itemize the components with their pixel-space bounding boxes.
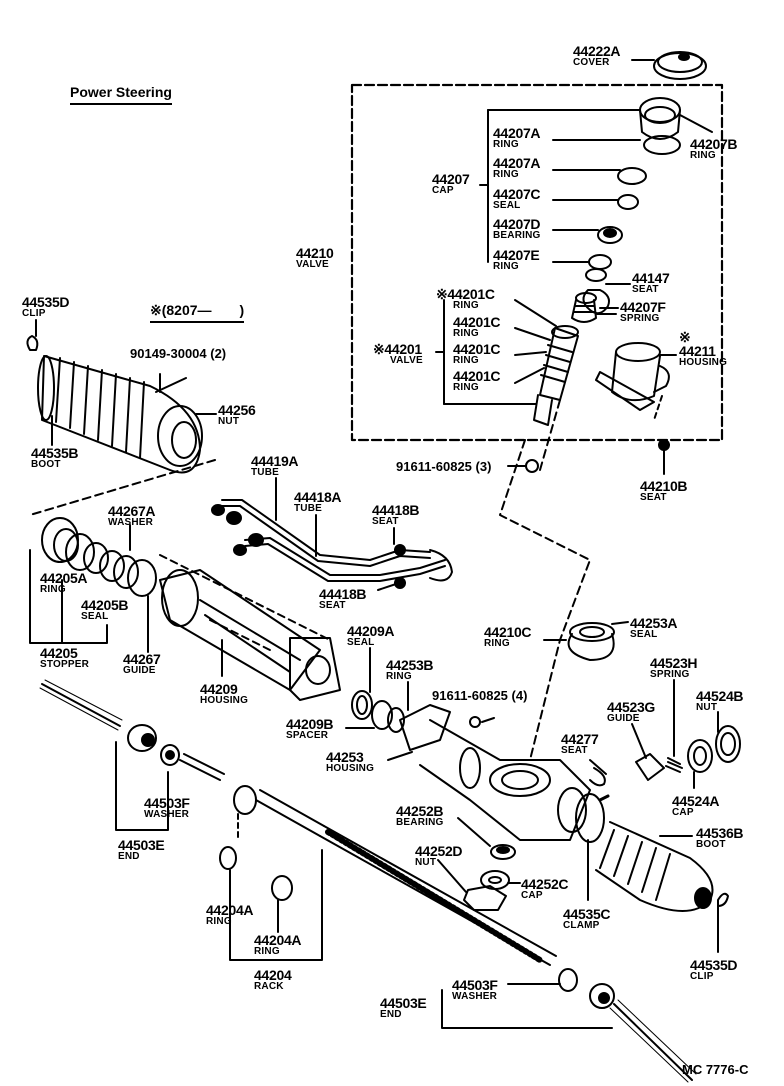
- seal-44253A: [543, 621, 629, 661]
- housing-44209: [159, 554, 341, 701]
- tubes-44418A-44419A: [211, 477, 453, 591]
- bolt-label-91611-4: 91611-60825 (4): [432, 688, 528, 703]
- drawing-code: MC 7776-C: [682, 1062, 749, 1077]
- bearing-cap-nut: [437, 817, 521, 911]
- bolt-label-91611-3: 91611-60825 (3): [396, 459, 492, 474]
- spring-44207F: [571, 292, 617, 323]
- variant-note: ※(8207— ): [150, 300, 245, 323]
- cover-44222A: [631, 51, 707, 80]
- rack-44204: [39, 679, 697, 1083]
- cap-44207: [479, 97, 713, 315]
- housing-44211: [595, 342, 677, 475]
- valve-44201: [435, 299, 579, 426]
- page-title: Power Steering: [70, 84, 172, 105]
- bolt-91611-3: [507, 459, 539, 473]
- adjuster-group: [589, 679, 741, 789]
- valve-group-frame: [350, 83, 724, 442]
- bolt-label-90149: 90149-30004 (2): [130, 346, 227, 361]
- seal-spacer-ring: [345, 647, 409, 733]
- housing-44253: [387, 704, 591, 841]
- stopper-44205: [29, 517, 157, 653]
- boot-44536B: [557, 787, 729, 953]
